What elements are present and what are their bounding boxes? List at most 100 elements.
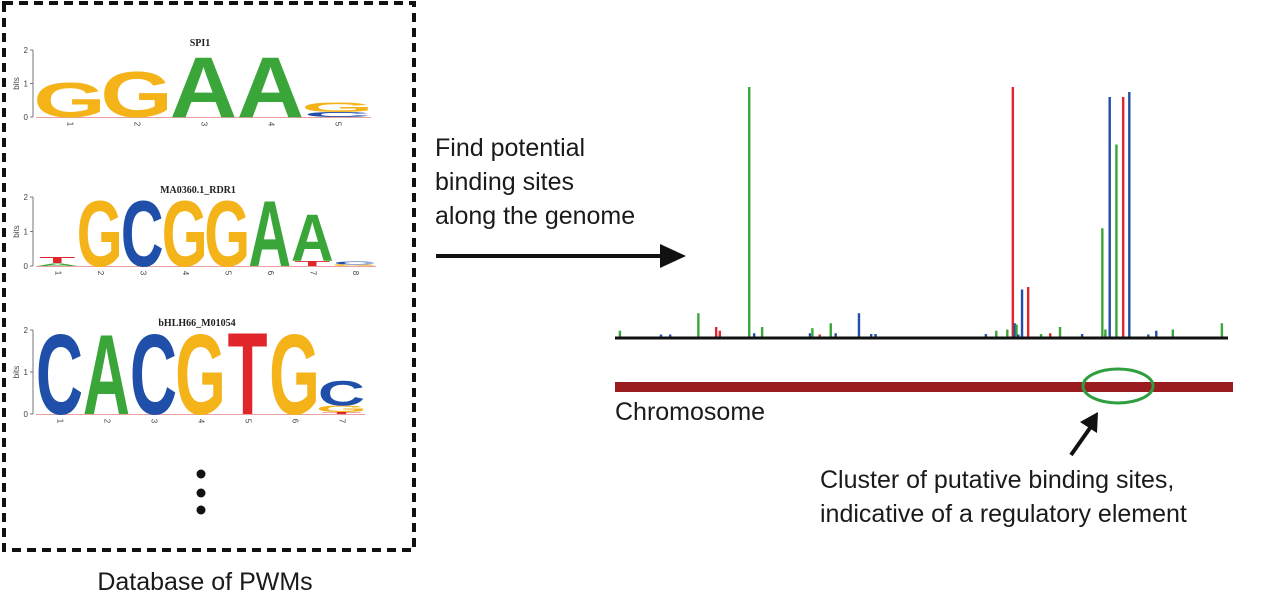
binding-hit-bar — [984, 334, 988, 337]
binding-hit-bar — [811, 328, 814, 337]
logo-letter-T: T — [294, 260, 330, 268]
logo-position-index: 1 — [56, 419, 65, 424]
binding-hit-bar — [668, 334, 672, 337]
binding-hit-bar — [760, 327, 764, 337]
logo-position-index: 2 — [103, 419, 112, 424]
logo-position-index: 2 — [133, 122, 142, 127]
binding-hit-bar — [834, 333, 837, 337]
logo-letter-G: G — [269, 311, 320, 439]
logo-position-index: 1 — [66, 122, 75, 127]
binding-hit-bar — [1104, 329, 1107, 337]
logo-letter-C: C — [36, 311, 83, 439]
database-caption: Database of PWMs — [97, 568, 312, 596]
logo-letter-T: T — [322, 411, 362, 414]
logo-y-tick-label: 0 — [24, 410, 29, 419]
logo-position-index: 6 — [291, 419, 300, 424]
binding-hit-bar — [618, 330, 622, 337]
process-line-2: binding sites — [435, 168, 574, 196]
binding-hit-bar — [1049, 333, 1052, 337]
logo-position-index: 6 — [266, 271, 275, 276]
logo-letter-A: A — [83, 311, 130, 439]
logo-y-tick-label: 2 — [24, 46, 29, 55]
cluster-highlight-circle — [1081, 367, 1155, 405]
logo-letter-G: G — [33, 73, 105, 128]
binding-hit-bar — [1039, 334, 1043, 337]
binding-hit-bar — [1011, 87, 1015, 337]
logo-letter-G: G — [301, 100, 373, 116]
logo-letter-T: T — [228, 309, 268, 440]
binding-hit-bar — [714, 327, 718, 337]
logo-position-index: 3 — [138, 271, 147, 276]
logo-title: MA0360.1_RDR1 — [160, 185, 236, 196]
logo-letter-G: G — [77, 181, 123, 286]
binding-hit-bar — [995, 330, 998, 337]
logo-position-index: 8 — [351, 271, 360, 276]
binding-hit-bar — [857, 313, 861, 337]
binding-hit-bar — [1013, 323, 1016, 337]
logo-letter-G: G — [316, 404, 367, 414]
binding-hit-bar — [1108, 97, 1111, 337]
annotation-line-1: Cluster of putative binding sites, — [820, 466, 1174, 494]
dashed-border — [2, 1, 416, 552]
binding-hit-bar — [697, 313, 700, 337]
logo-position-index: 4 — [181, 271, 190, 276]
arrow-right-icon — [436, 244, 686, 268]
binding-hit-bar — [1006, 329, 1009, 337]
logo-y-tick-label: 0 — [24, 262, 29, 271]
logo-y-tick-label: 2 — [24, 326, 29, 335]
logo-position-index: 4 — [267, 122, 276, 127]
binding-hit-bar — [1171, 329, 1175, 337]
chromosome-label: Chromosome — [615, 398, 765, 426]
chromosome: Chromosome — [615, 367, 1233, 426]
logo-y-tick-label: 2 — [24, 193, 29, 202]
binding-hit-bar — [1155, 330, 1158, 337]
logo-letter-G: G — [175, 311, 226, 439]
logo-letter-A: A — [248, 181, 291, 286]
chromosome-bar — [615, 382, 1233, 392]
binding-hit-bar — [1017, 334, 1020, 337]
binding-hit-bar — [748, 87, 751, 337]
logo-letter-A: A — [36, 263, 79, 267]
logo-position-index: 7 — [338, 419, 347, 424]
logo-position-index: 5 — [223, 271, 232, 276]
genome-binding-track — [615, 87, 1228, 340]
annotation-line-2: indicative of a regulatory element — [820, 500, 1187, 528]
logo-y-tick-label: 1 — [24, 228, 29, 237]
binding-hit-bar — [1121, 97, 1125, 337]
logo-title: bHLH66_M01054 — [158, 318, 235, 329]
binding-hit-bar — [1101, 228, 1104, 337]
binding-hit-bar — [1080, 334, 1084, 337]
more-items-icon — [196, 469, 206, 515]
logo-letter-T: T — [39, 255, 75, 265]
logo-y-tick-label: 1 — [24, 80, 29, 89]
cluster-annotation: Cluster of putative binding sites, indic… — [820, 412, 1187, 528]
logo-position-index: 3 — [200, 122, 209, 127]
binding-hit-bar — [1015, 324, 1018, 337]
logo-letter-C: C — [333, 260, 376, 265]
binding-hit-bar — [829, 323, 832, 337]
binding-hit-bar — [808, 333, 812, 337]
logo-position-index: 3 — [150, 419, 159, 424]
binding-hit-bar — [1026, 287, 1030, 337]
binding-hit-bar — [818, 334, 821, 337]
logo-letter-C: C — [130, 311, 177, 439]
binding-hit-bar — [752, 333, 756, 337]
logo-letter-G: G — [100, 59, 172, 132]
binding-site-hits — [618, 87, 1224, 337]
logo-position-index: 7 — [308, 271, 317, 276]
binding-hit-bar — [1147, 334, 1150, 337]
logo-y-label: bits — [12, 225, 21, 237]
logo-letter-C: C — [121, 181, 164, 286]
arrow-up-right-icon — [1069, 412, 1098, 457]
binding-hit-bar — [874, 334, 877, 337]
logo-letter-C: C — [318, 375, 365, 414]
logo-letter-A: A — [170, 39, 237, 135]
logo-y-tick-label: 0 — [24, 113, 29, 122]
binding-hit-bar — [1220, 323, 1224, 337]
logo-position-index: 5 — [244, 419, 253, 424]
binding-hit-bar — [1115, 144, 1118, 337]
process-step: Find potential binding sites along the g… — [435, 134, 686, 268]
